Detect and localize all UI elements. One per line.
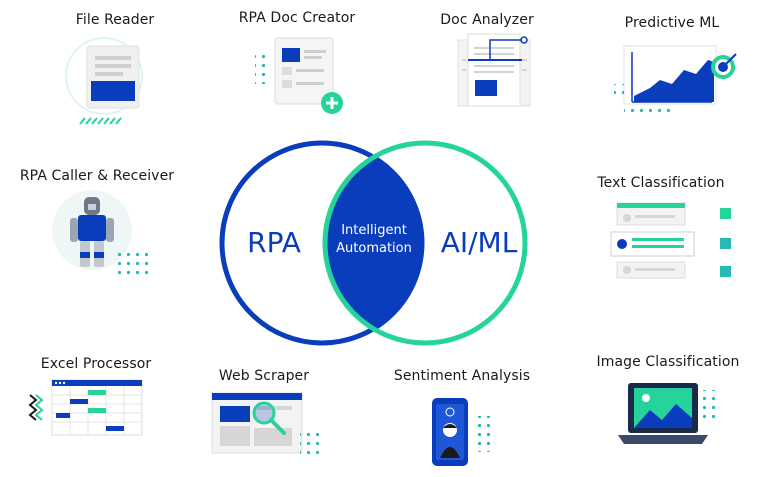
venn-intersection: [325, 143, 422, 343]
label-file-reader: File Reader: [75, 12, 155, 28]
doc-scan-icon: [457, 33, 531, 107]
label-rpa-doc-creator: RPA Doc Creator: [238, 10, 356, 26]
robot-icon: [52, 190, 152, 280]
venn-label-aiml: AI/ML: [441, 226, 518, 259]
label-predictive-ml: Predictive ML: [624, 15, 720, 31]
label-excel-processor: Excel Processor: [40, 356, 152, 372]
venn-circle-rpa: [219, 140, 425, 346]
venn-label-rpa: RPA: [247, 226, 301, 259]
label-image-classification: Image Classification: [596, 354, 740, 370]
venn-label-intelligent: Intelligent: [341, 223, 407, 238]
venn-label-automation: Automation: [336, 241, 412, 256]
label-text-classification: Text Classification: [597, 175, 725, 191]
browser-magnifier-icon: [211, 392, 322, 460]
document-icon: [65, 37, 143, 125]
text-list-icon: [610, 202, 731, 279]
doc-plus-icon: [255, 37, 343, 114]
phone-face-icon: [432, 398, 490, 466]
label-doc-analyzer: Doc Analyzer: [440, 12, 534, 28]
label-rpa-caller: RPA Caller & Receiver: [19, 168, 175, 184]
label-web-scraper: Web Scraper: [218, 368, 310, 384]
chart-target-icon: [614, 45, 737, 116]
laptop-image-icon: [618, 383, 720, 444]
venn-diagram: RPA Intelligent Automation AI/ML: [219, 140, 528, 346]
label-sentiment-analysis: Sentiment Analysis: [393, 368, 531, 384]
spreadsheet-icon: [28, 379, 143, 436]
venn-circle-aiml: [322, 140, 528, 346]
